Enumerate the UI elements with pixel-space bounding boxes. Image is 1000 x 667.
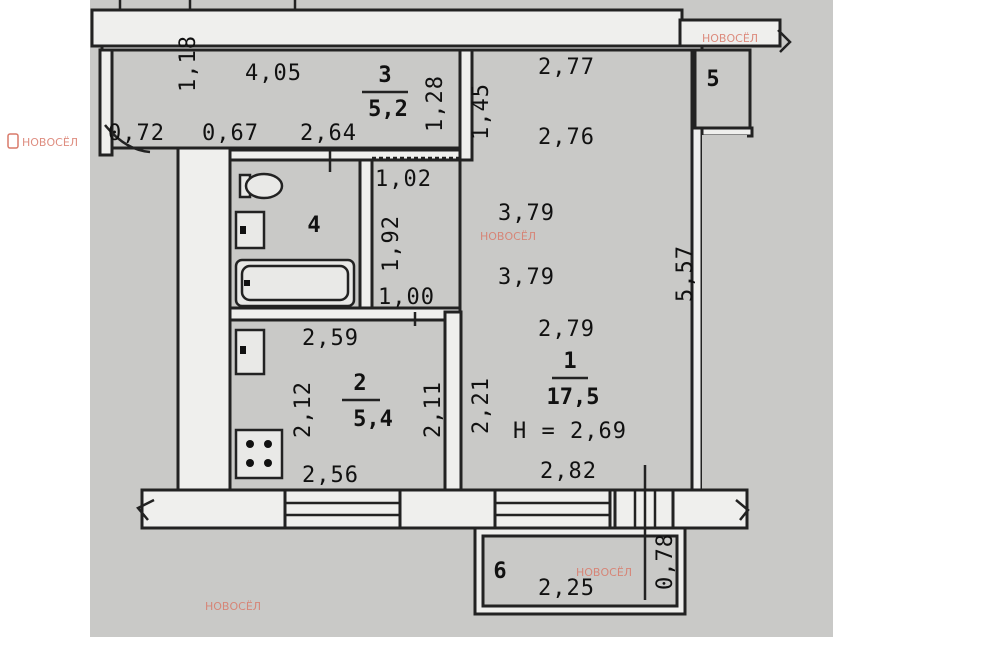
watermark-center: НОВОСЁЛ (480, 230, 536, 243)
toilet-bowl (244, 172, 284, 200)
floor-plan-drawing: 1 17,5 H = 2,69 2 5,4 3 5,2 4 5 6 4,05 0… (90, 0, 792, 616)
room-1-number: 1 (563, 349, 576, 374)
dim-2-21: 2,21 (469, 377, 494, 434)
dim-0-78: 0,78 (653, 533, 678, 590)
dim-2-77: 2,77 (538, 55, 595, 80)
break-mark-top (777, 29, 792, 53)
dim-1-18: 1,18 (176, 35, 201, 92)
dim-0-67: 0,67 (202, 121, 259, 146)
watermark-left-text: НОВОСЁЛ (22, 136, 78, 149)
watermark-top-right: НОВОСЁЛ (702, 32, 758, 45)
top-wall-right (678, 18, 782, 48)
kitchen-window (283, 488, 402, 530)
kitchen-room1-wall (443, 310, 463, 494)
dim-2-56: 2,56 (302, 463, 359, 488)
west-column-wall (176, 146, 232, 500)
room-1-height: H = 2,69 (513, 419, 627, 444)
east-wall (690, 126, 704, 500)
dim-1-00: 1,00 (378, 285, 435, 310)
house-icon (7, 133, 19, 149)
dim-2-25: 2,25 (538, 576, 595, 601)
dim-4-05: 4,05 (245, 61, 302, 86)
dim-3-79-top: 3,79 (498, 201, 555, 226)
dim-5-57: 5,57 (673, 245, 698, 302)
room-1-area: 17,5 (547, 385, 600, 410)
room-2-area: 5,4 (353, 407, 393, 432)
room-3-area: 5,2 (368, 97, 408, 122)
dim-0-72: 0,72 (108, 121, 165, 146)
room-5 (693, 48, 752, 130)
room-5-number: 5 (706, 67, 719, 92)
room-6-number: 6 (493, 559, 506, 584)
watermark-left: НОВОСЁЛ (7, 133, 78, 149)
bathtub (234, 258, 356, 308)
dim-1-45: 1,45 (469, 83, 494, 140)
watermark-bottom-left: НОВОСЁЛ (205, 600, 261, 613)
dim-1-28: 1,28 (423, 75, 448, 132)
dim-2-12: 2,12 (291, 381, 316, 438)
room-2-number: 2 (353, 371, 366, 396)
floor-plan: 1 17,5 H = 2,69 2 5,4 3 5,2 4 5 6 4,05 0… (90, 0, 833, 637)
break-mark-left (136, 498, 155, 521)
dim-2-64: 2,64 (300, 121, 357, 146)
dim-1-92: 1,92 (379, 215, 404, 272)
room-4-number: 4 (307, 213, 320, 238)
partition-r3-r1 (458, 48, 474, 162)
bath-right-wall (358, 153, 374, 317)
dim-3-79-bottom: 3,79 (498, 265, 555, 290)
break-mark-right (735, 499, 750, 521)
dim-2-82: 2,82 (540, 459, 597, 484)
bath-top-wall (228, 148, 462, 162)
watermark-balcony: НОВОСЁЛ (576, 566, 632, 579)
stove (234, 428, 284, 480)
room-3-number: 3 (378, 63, 391, 88)
dim-1-02: 1,02 (375, 167, 432, 192)
dim-2-79: 2,79 (538, 317, 595, 342)
dim-2-76: 2,76 (538, 125, 595, 150)
dim-2-59: 2,59 (302, 326, 359, 351)
room-window (493, 488, 612, 530)
dim-2-11: 2,11 (421, 381, 446, 438)
